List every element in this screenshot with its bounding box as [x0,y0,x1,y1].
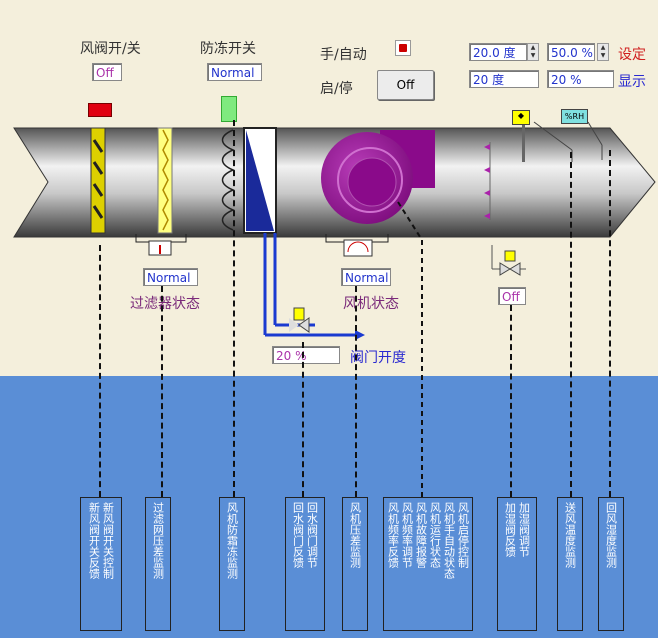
point-box-return-valve: 回水阀门反馈 回水阀门调节 [285,497,325,631]
damper-state-box: Off [92,63,122,81]
fan-diff-state-box: Normal [341,268,391,286]
point-text: 加湿阀反馈 [503,502,517,557]
leader-line [570,152,572,497]
filter-status-label: 过滤器状态 [130,296,200,312]
filter-diff-bracket [135,234,187,256]
point-text: 回水阀门反馈 [291,502,305,568]
point-box-fresh-damper: 新风阀开关反馈 新风阀开关控制 [80,497,122,631]
display-label: 显示 [618,74,646,90]
point-text: 风机启停控制 [456,502,470,568]
humidifier-valve [491,245,526,276]
point-text: 送风温度监测 [563,502,577,568]
leader-line [609,150,611,497]
point-text: 风机防霜冻监测 [225,502,239,579]
temp-setpoint-input[interactable]: 20.0 度 [469,43,527,61]
humidifier-state-box: Off [498,287,526,305]
temperature-sensor-icon: ◆ [512,110,530,125]
humidity-setpoint-input[interactable]: 50.0 % [547,43,595,61]
antifreeze-switch-label: 防冻开关 [200,41,256,57]
fan-diff-bracket [325,234,389,257]
point-text: 过滤网压差监测 [151,502,165,579]
fan-status-label: 风机状态 [343,296,399,312]
point-box-filter: 过滤网压差监测 [145,497,171,631]
start-stop-button[interactable]: Off [377,70,434,100]
filter-state-box: Normal [143,268,198,286]
point-text: 风机故障报警 [414,502,428,568]
damper-switch-label: 风阀开/关 [80,41,141,57]
alarm-switch-icon[interactable] [395,40,411,56]
humidity-display-box: 20 % [547,70,614,88]
damper-indicator [88,103,112,117]
leader-line [510,305,512,497]
point-box-humidifier: 加湿阀反馈 加湿阀调节 [497,497,537,631]
leader-line [355,286,357,497]
temp-display-box: 20 度 [469,70,539,88]
antifreeze-indicator [221,96,237,122]
leader-line [161,286,163,497]
point-text: 风机压差监测 [348,502,362,568]
point-text: 新风阀开关控制 [101,502,115,579]
temp-spin-button[interactable]: ▲▼ [527,43,539,61]
point-text: 风机运行状态 [428,502,442,568]
start-stop-label: 启/停 [320,81,353,97]
point-text: 新风阀开关反馈 [87,502,101,579]
humidity-spin-button[interactable]: ▲▼ [597,43,609,61]
point-text: 回风湿度监测 [604,502,618,568]
leader-line [99,245,101,497]
antifreeze-state-box: Normal [207,63,262,81]
point-text: 加湿阀调节 [517,502,531,557]
leader-line [233,120,235,497]
air-duct [13,121,656,238]
humidity-sensor-icon: %RH [561,109,588,124]
point-box-fan-diff: 风机压差监测 [342,497,368,631]
valve-value-box: 20 % [272,346,340,364]
manual-auto-label: 手/自动 [320,47,367,63]
point-text: 风机手自动状态 [442,502,456,579]
setpoint-label: 设定 [618,47,646,63]
point-text: 风机频率反馈 [386,502,400,568]
leader-line [302,342,304,497]
valve-opening-label: 阀门开度 [350,350,406,366]
point-box-supply-temp: 送风温度监测 [557,497,583,631]
point-box-antifreeze: 风机防霜冻监测 [219,497,245,631]
point-text: 回水阀门调节 [305,502,319,568]
leader-line-fan [397,201,423,497]
point-text: 风机频率调节 [400,502,414,568]
point-box-fan: 风机频率反馈 风机频率调节 风机故障报警 风机运行状态 风机手自动状态 风机启停… [383,497,473,631]
water-pipes [263,233,365,340]
point-box-return-humidity: 回风湿度监测 [598,497,624,631]
